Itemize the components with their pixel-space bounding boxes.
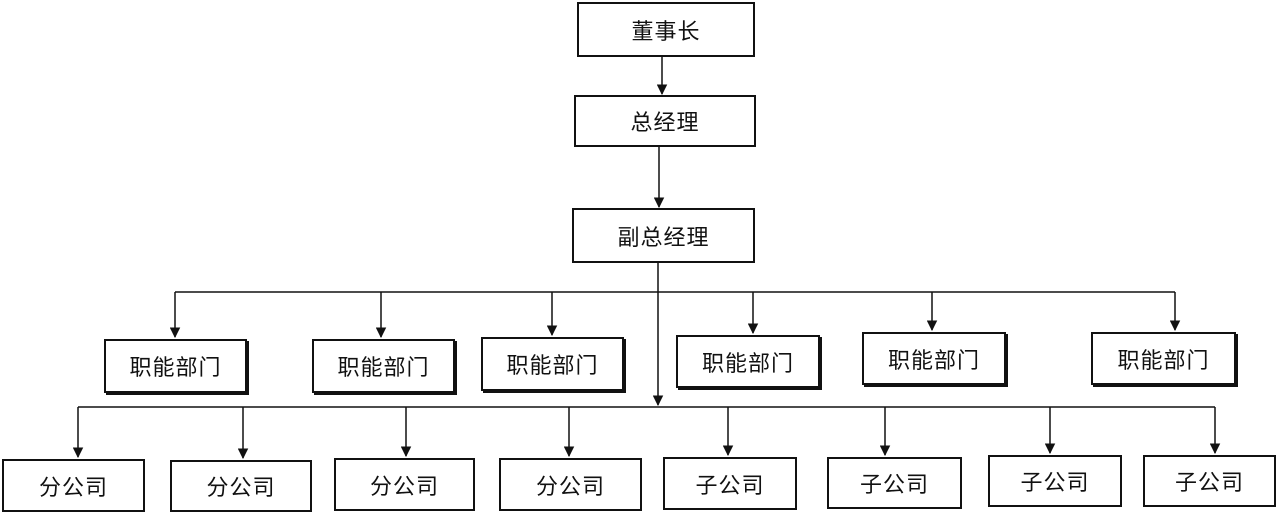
chairman-label: 董事长 <box>631 19 701 45</box>
company-label: 子公司 <box>1174 471 1244 496</box>
functional-department-label: 职能部门 <box>887 348 980 374</box>
company-label: 子公司 <box>695 473 765 499</box>
company-box: 子公司 <box>1143 455 1276 507</box>
company-box: 分公司 <box>334 458 475 511</box>
company-label: 子公司 <box>1020 471 1090 496</box>
functional-department-box: 职能部门 <box>481 337 624 391</box>
functional-department-box: 职能部门 <box>676 335 820 388</box>
functional-department-box: 职能部门 <box>1091 332 1236 385</box>
deputy-general-manager-box: 副总经理 <box>572 208 755 263</box>
company-label: 分公司 <box>38 475 108 501</box>
company-label: 子公司 <box>859 473 929 498</box>
chairman-box: 董事长 <box>577 2 755 57</box>
company-box: 分公司 <box>499 458 642 511</box>
functional-department-label: 职能部门 <box>337 356 430 381</box>
general-manager-box: 总经理 <box>574 95 756 147</box>
company-box: 分公司 <box>2 459 145 512</box>
functional-department-box: 职能部门 <box>312 339 455 393</box>
functional-department-label: 职能部门 <box>1117 348 1210 374</box>
company-box: 子公司 <box>988 455 1122 507</box>
functional-department-label: 职能部门 <box>129 356 222 381</box>
functional-department-label: 职能部门 <box>701 351 794 377</box>
company-label: 分公司 <box>369 474 439 500</box>
company-box: 分公司 <box>170 460 312 512</box>
company-box: 子公司 <box>663 457 797 510</box>
company-box: 子公司 <box>827 457 962 509</box>
functional-department-label: 职能部门 <box>506 354 599 379</box>
functional-department-box: 职能部门 <box>104 339 247 393</box>
general-manager-label: 总经理 <box>630 111 700 136</box>
company-label: 分公司 <box>535 474 605 500</box>
functional-department-box: 职能部门 <box>862 332 1006 385</box>
deputy-general-manager-label: 副总经理 <box>617 225 710 251</box>
company-label: 分公司 <box>206 476 276 501</box>
